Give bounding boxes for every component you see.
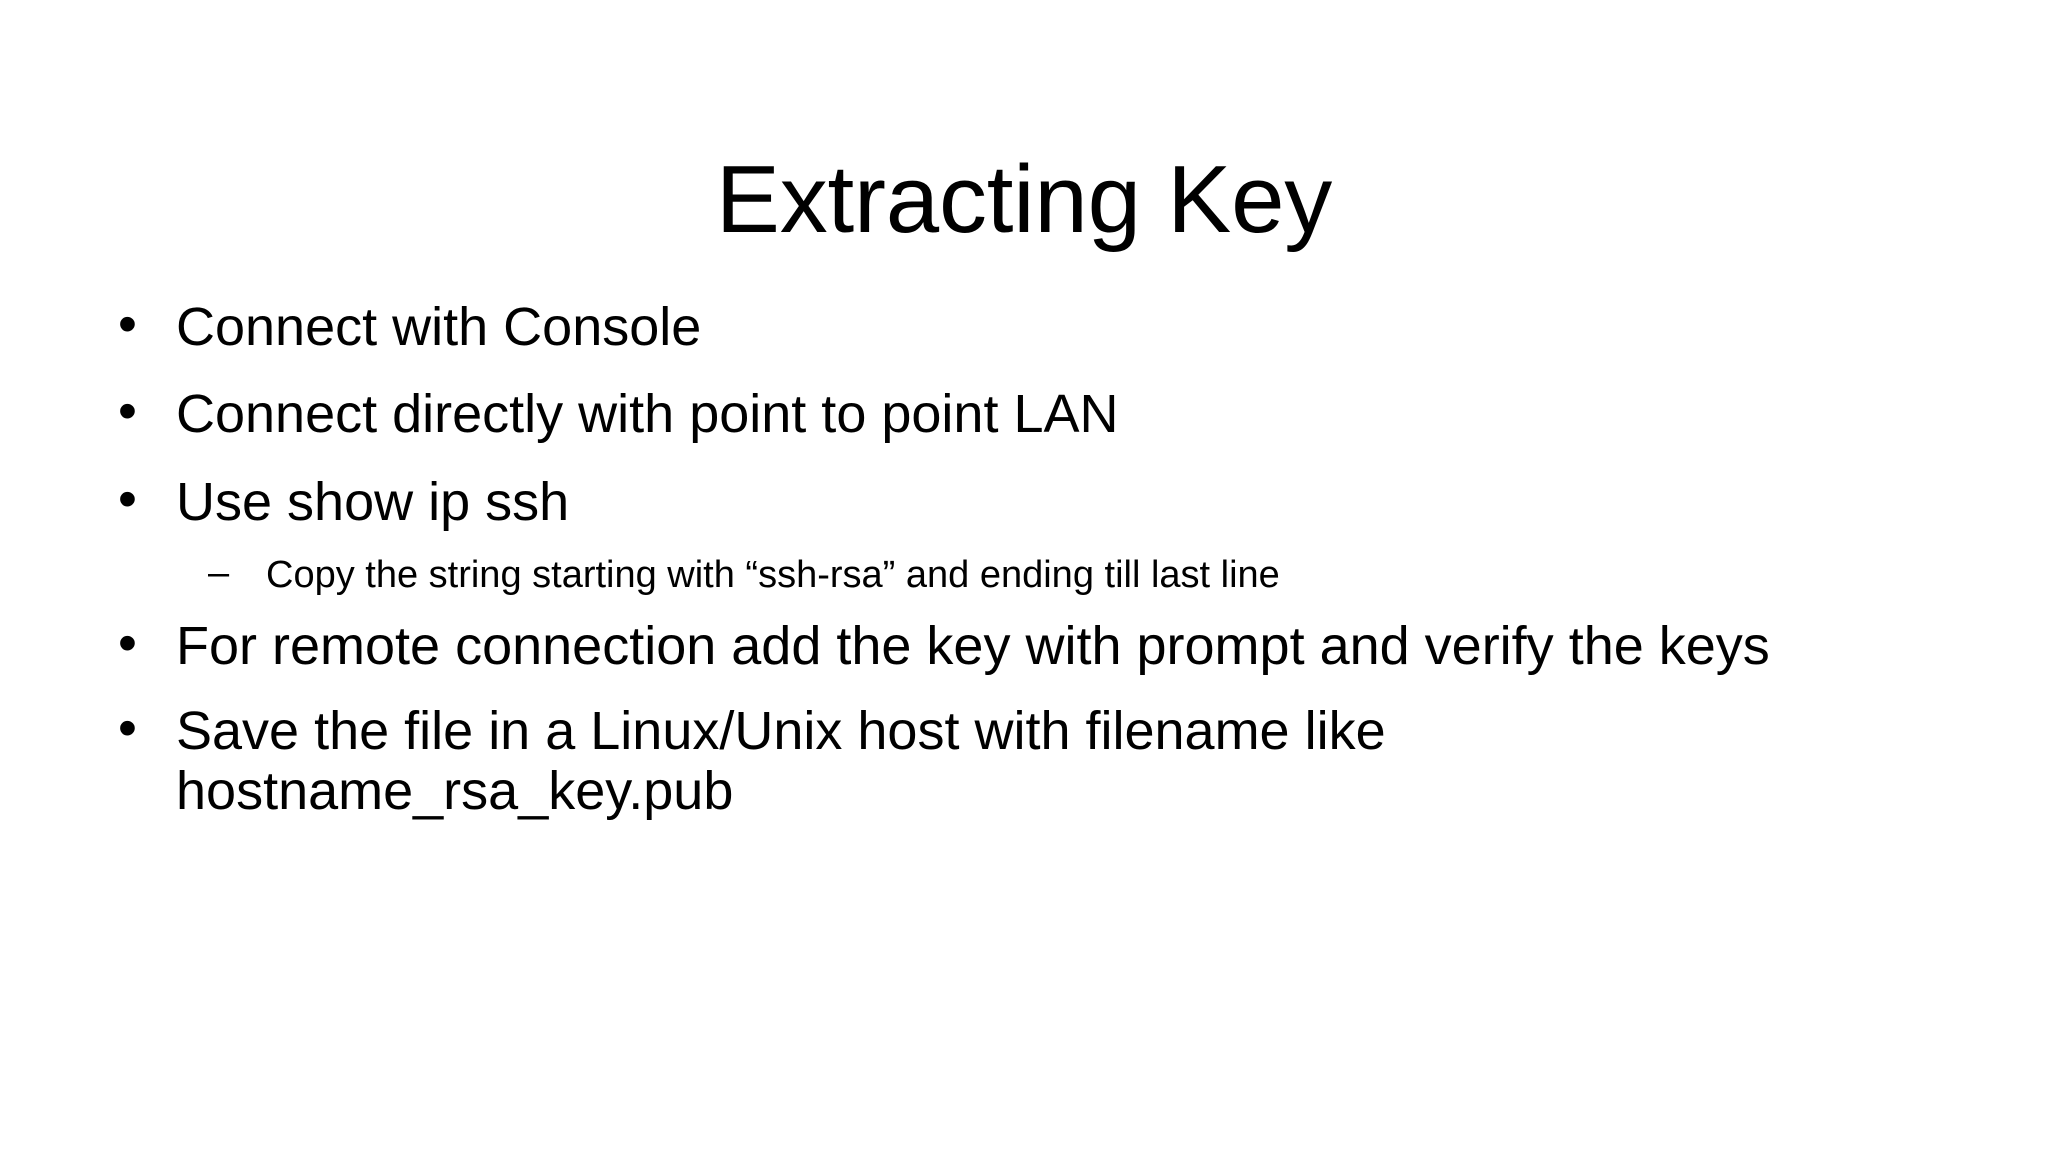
dash-bullet-icon: –: [208, 552, 230, 595]
bullet-item: • Use show ip ssh: [118, 468, 1948, 532]
bullet-text: For remote connection add the key with p…: [176, 615, 1770, 676]
bullet-point-icon: •: [118, 612, 137, 673]
bullet-item: • Connect directly with point to point L…: [118, 381, 1948, 445]
bullet-point-icon: •: [118, 294, 137, 354]
bullet-item: • For remote connection add the key with…: [118, 612, 1948, 676]
bullet-point-icon: •: [118, 468, 137, 529]
bullet-point-icon: •: [118, 698, 137, 759]
slide-title: Extracting Key: [715, 146, 1333, 254]
bullet-text: Use show ip ssh: [176, 471, 570, 532]
bullet-item: • Connect with Console: [118, 294, 1948, 357]
bullet-text: Connect directly with point to point LAN: [176, 384, 1119, 445]
sub-bullet-item: – Copy the string starting with “ssh-rsa…: [118, 552, 1948, 597]
bullet-point-icon: •: [118, 381, 137, 442]
sub-bullet-text: Copy the string starting with “ssh-rsa” …: [266, 554, 1280, 597]
bullet-text: Connect with Console: [176, 297, 702, 357]
bullet-text: Save the file in a Linux/Unix host with …: [176, 701, 1386, 821]
slide-body-content-placeholder: • Connect with Console • Connect directl…: [118, 294, 1948, 843]
bullet-item: • Save the file in a Linux/Unix host wit…: [118, 698, 1948, 821]
